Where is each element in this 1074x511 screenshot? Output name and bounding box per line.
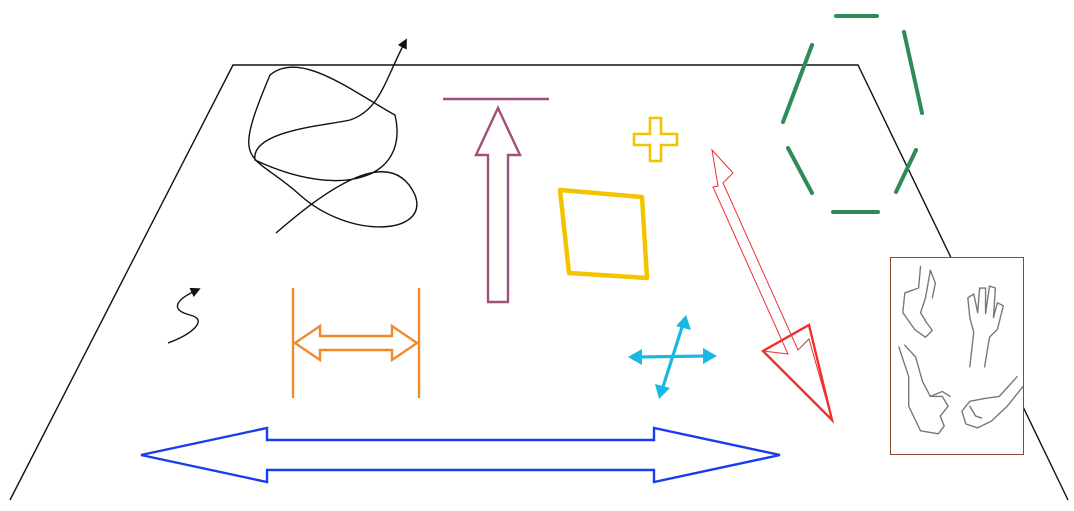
plus-sign xyxy=(634,118,677,161)
horizontal-double-arrow-with-bars xyxy=(293,288,419,398)
diagonal-double-arrow xyxy=(712,150,832,420)
curly-arrow xyxy=(249,42,417,233)
hand-sketches-image xyxy=(890,257,1024,455)
dashed-hexagon xyxy=(783,16,922,212)
small-squiggle-arrow xyxy=(168,290,198,343)
rhombus xyxy=(560,190,647,278)
hand-sketches-drawing xyxy=(891,258,1023,454)
four-way-arrow xyxy=(628,315,717,399)
wide-double-arrow xyxy=(141,428,780,482)
up-arrow-with-bar xyxy=(443,99,549,302)
